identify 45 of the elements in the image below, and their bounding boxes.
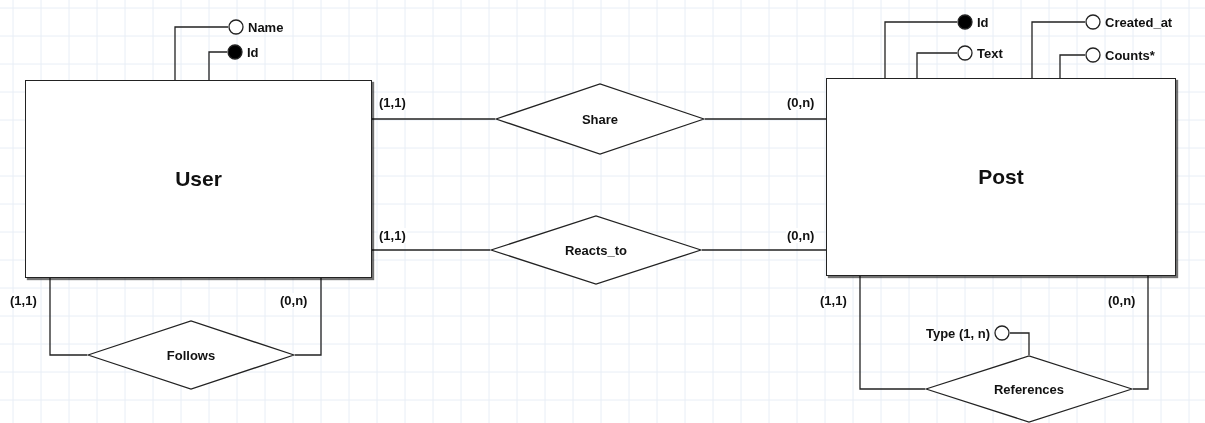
attribute-name: Created_at <box>1105 14 1173 30</box>
connector-line <box>208 51 228 81</box>
connector-line <box>1132 275 1149 390</box>
filled-circle-icon <box>957 14 973 30</box>
attribute-name: Text <box>977 45 1003 61</box>
connector-line <box>1031 21 1086 79</box>
attribute-name: Counts* <box>1105 47 1155 63</box>
cardinality-label: (1,1) <box>819 293 848 308</box>
open-circle-icon <box>957 45 973 61</box>
connector-line <box>884 21 958 79</box>
entity-name: User <box>175 167 222 191</box>
relationship-name: Follows <box>166 347 216 363</box>
connector-line <box>1059 54 1086 79</box>
attribute-name: Type (1, n) <box>925 325 990 341</box>
relationship-name: References <box>993 381 1065 397</box>
entity-name: Post <box>978 165 1024 189</box>
attribute-name: Id <box>977 14 989 30</box>
relationship-name: Share <box>581 111 619 127</box>
connector-line <box>701 249 827 251</box>
cardinality-label: (0,n) <box>1107 293 1137 308</box>
connector-line <box>916 52 958 79</box>
connector-line <box>294 277 322 356</box>
connector-line <box>371 249 491 251</box>
cardinality-label: (0,n) <box>279 293 309 308</box>
entity-box <box>25 80 372 278</box>
open-circle-icon <box>1085 47 1101 63</box>
open-circle-icon <box>994 325 1010 341</box>
cardinality-label: (1,1) <box>378 95 407 110</box>
connector-line <box>174 26 229 81</box>
open-circle-icon <box>228 19 244 35</box>
connector-line <box>371 118 496 120</box>
cardinality-label: (0,n) <box>786 95 816 110</box>
attribute-name: Id <box>247 44 259 60</box>
connector-line <box>704 118 827 120</box>
entity-box <box>826 78 1176 276</box>
connector-line <box>1009 332 1030 356</box>
attribute-name: Name <box>248 19 284 35</box>
connector-line <box>859 275 926 390</box>
filled-circle-icon <box>227 44 243 60</box>
cardinality-label: (0,n) <box>786 228 816 243</box>
cardinality-label: (1,1) <box>378 228 407 243</box>
open-circle-icon <box>1085 14 1101 30</box>
connector-line <box>49 277 88 356</box>
cardinality-label: (1,1) <box>9 293 38 308</box>
relationship-name: Reacts_to <box>564 242 628 258</box>
